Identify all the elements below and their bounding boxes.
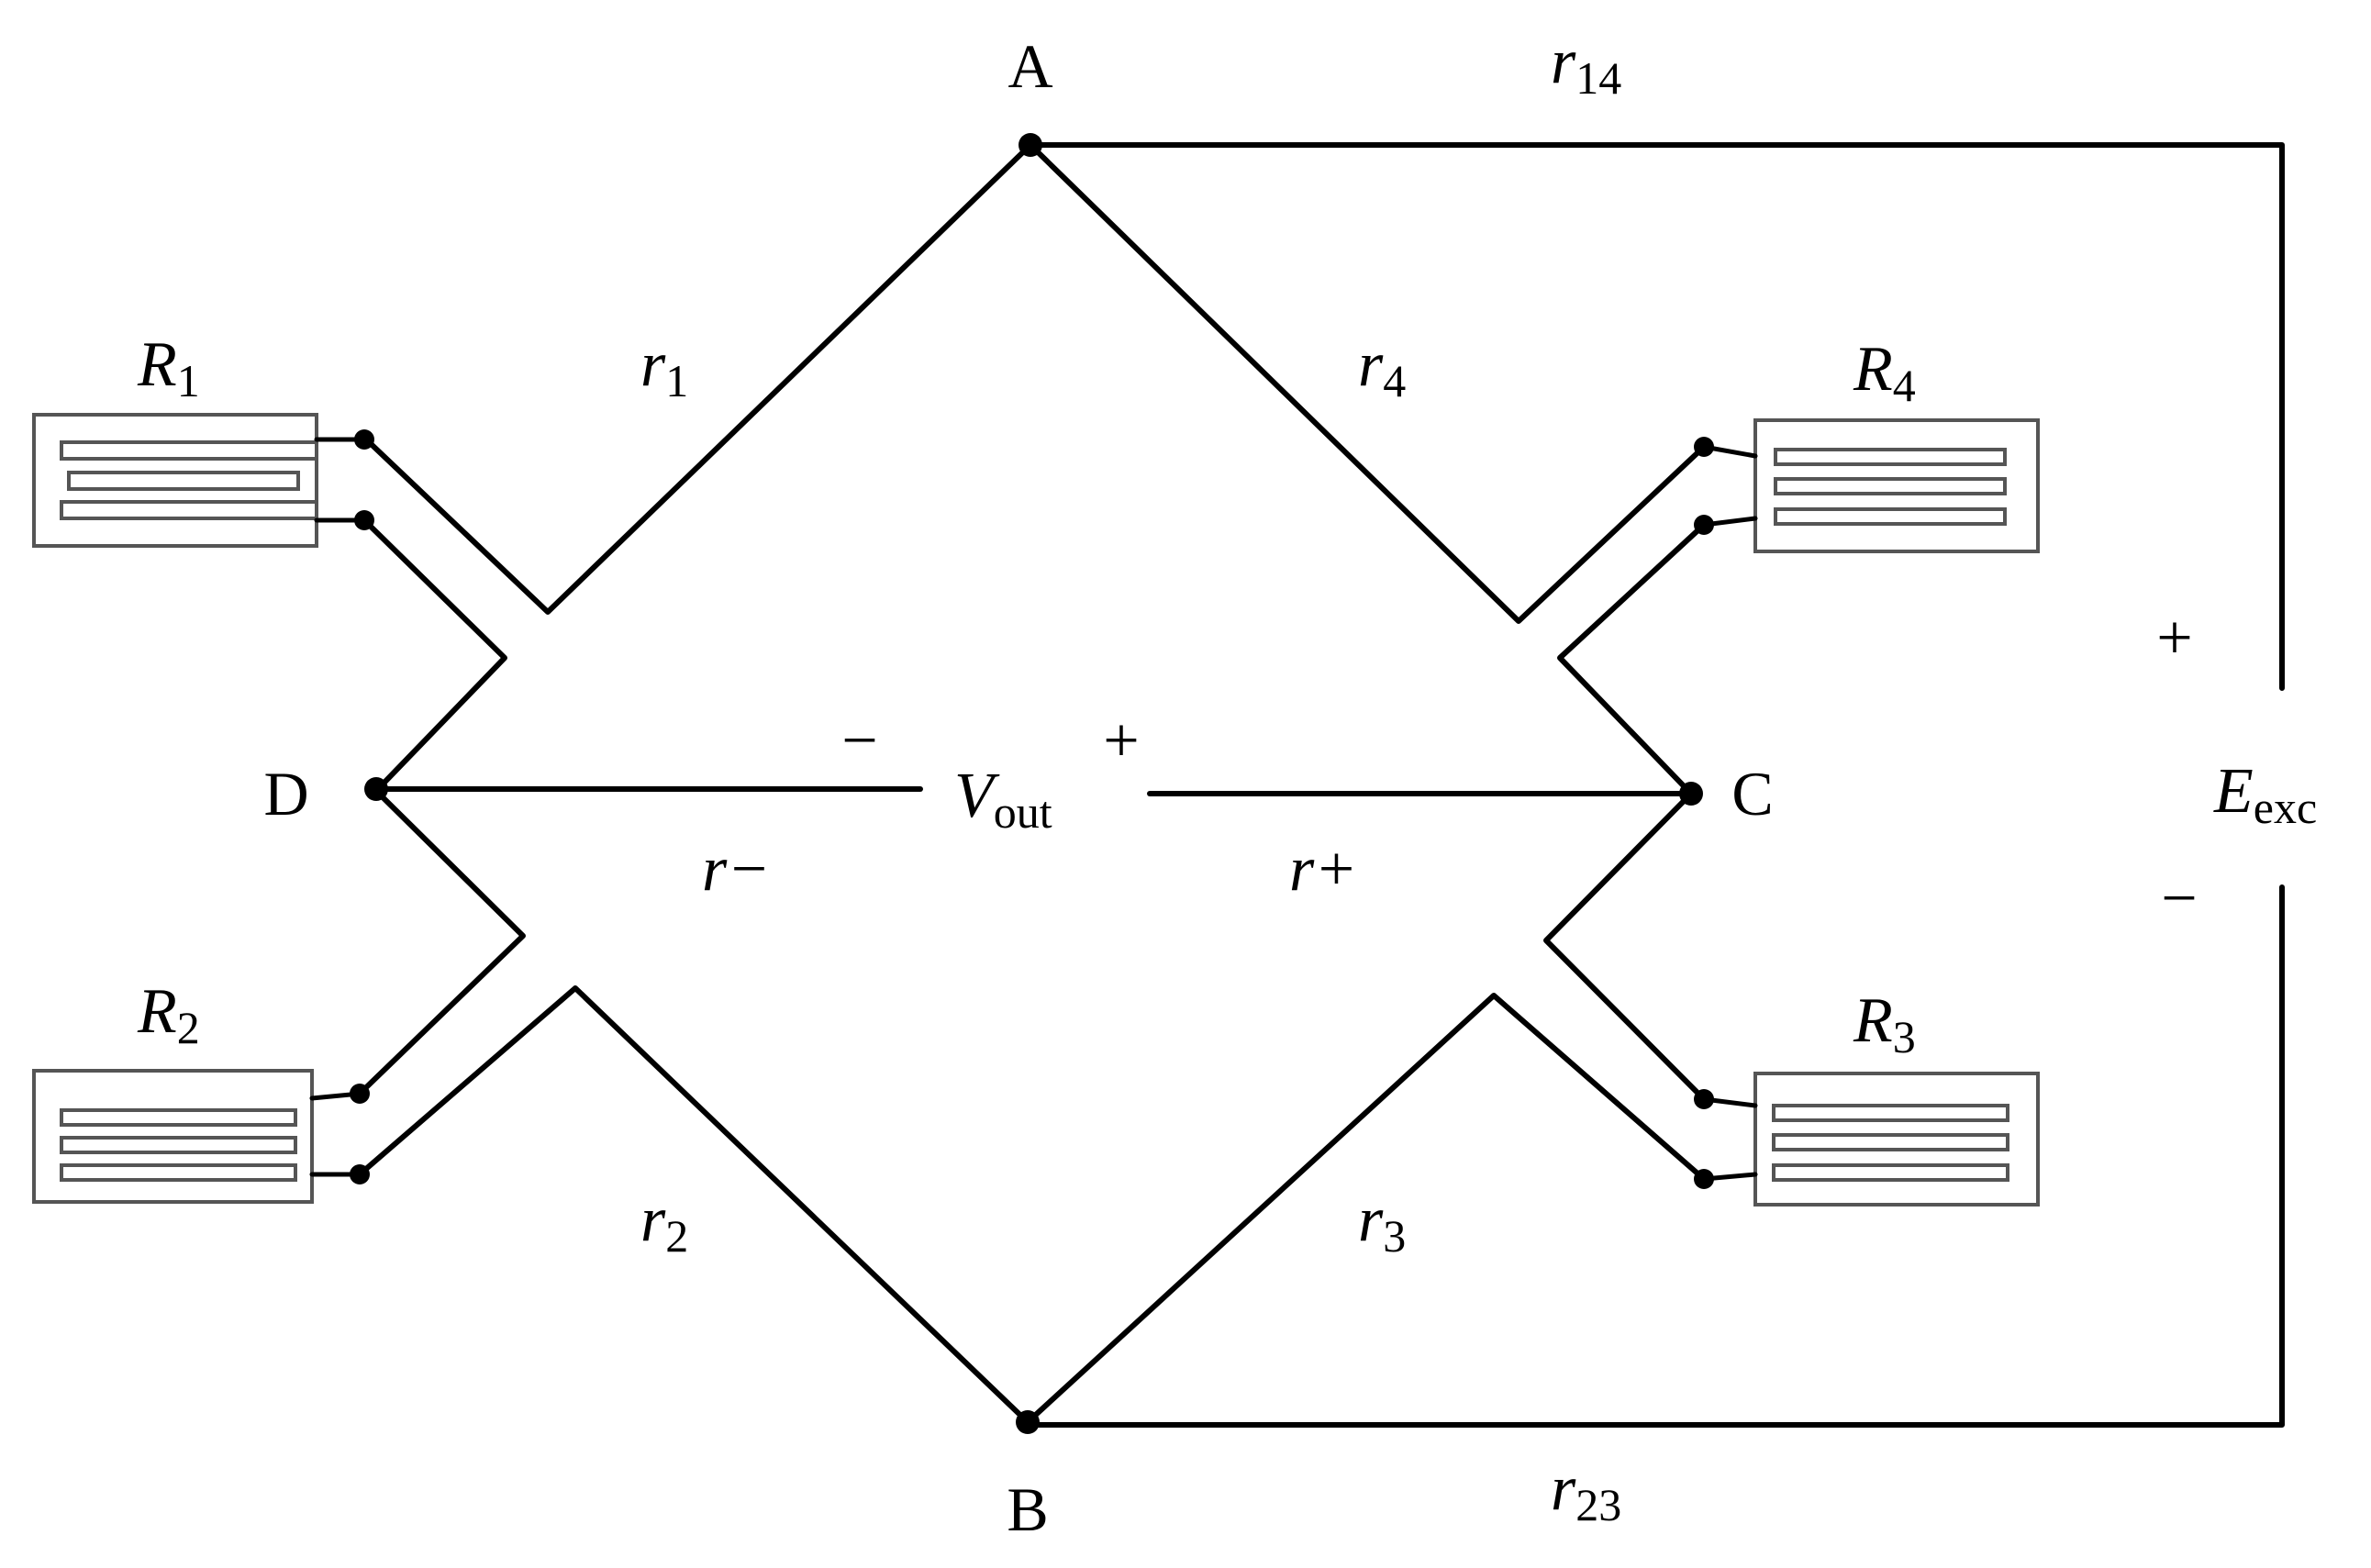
gauge-r2-terminal	[350, 1164, 370, 1184]
gauge-r3-terminal	[1694, 1089, 1714, 1109]
wire-c-to-r3	[1543, 791, 1707, 1102]
gauge-r3-terminal	[1694, 1169, 1714, 1189]
label-R2: R2	[137, 976, 200, 1053]
gauge-r2-terminal	[350, 1084, 370, 1104]
label-r14: r14	[1551, 27, 1621, 104]
vout-plus-sign: +	[1103, 706, 1139, 776]
label-r1: r1	[640, 329, 688, 406]
gauge-r4-terminal	[1694, 515, 1714, 535]
node-d-label: D	[263, 759, 308, 828]
gauge-r2-grid-line	[60, 1108, 297, 1127]
wire-c-to-r4	[1557, 522, 1707, 796]
label-r-minus: r−	[702, 834, 770, 905]
gauge-r2-grid-line	[60, 1163, 297, 1182]
gauge-r4-grid-line	[1774, 448, 2007, 466]
excitation-wire-top	[1028, 142, 2285, 691]
gauge-r2-grid-line	[60, 1136, 297, 1154]
bridge-nodes	[364, 133, 1703, 1434]
node-a-label: A	[1007, 31, 1052, 101]
node-b-label: B	[1007, 1474, 1048, 1544]
bridge-wires	[357, 142, 2285, 1428]
gauge-r1-terminal	[354, 429, 374, 450]
vout-minus-sign: −	[841, 706, 877, 776]
strain-gauge-r2	[32, 1069, 370, 1204]
wire-a-to-r1	[362, 142, 1033, 615]
strain-gauge-r1	[32, 413, 374, 548]
strain-gauge-r4	[1694, 418, 2040, 553]
wire-a-to-r4	[1028, 142, 1707, 624]
wire-d-to-r2	[357, 788, 526, 1096]
label-r4: r4	[1358, 329, 1406, 406]
wire-b-to-r2	[357, 985, 1030, 1425]
node-c-label: C	[1731, 759, 1773, 828]
gauge-r3-grid-line	[1772, 1104, 2009, 1122]
wire-d-to-r1	[362, 517, 507, 794]
label-e-exc: Eexc	[2213, 756, 2317, 833]
node-d-dot	[364, 777, 388, 801]
node-b-dot	[1016, 1410, 1040, 1434]
gauge-r1-grid-line	[67, 471, 300, 491]
gauge-r4-grid-line	[1774, 477, 2007, 495]
excitation-wire-bottom	[1025, 884, 2285, 1428]
excitation-plus-sign: +	[2156, 603, 2192, 673]
gauge-r3-grid-line	[1772, 1133, 2009, 1151]
label-r-plus: r+	[1289, 834, 1357, 905]
node-a-dot	[1019, 133, 1042, 157]
node-c-dot	[1679, 782, 1703, 806]
wire-b-to-r3	[1025, 993, 1707, 1425]
label-vout: Vout	[954, 761, 1052, 838]
label-R3: R3	[1853, 985, 1916, 1062]
gauge-r1-grid-line	[60, 500, 318, 520]
gauge-r1-terminal	[354, 510, 374, 530]
gauge-r4-grid-line	[1774, 507, 2007, 526]
label-r2: r2	[640, 1184, 688, 1262]
gauge-r3-grid-line	[1772, 1163, 2009, 1182]
label-R1: R1	[137, 329, 200, 406]
label-r3: r3	[1358, 1184, 1406, 1262]
gauge-r4-terminal	[1694, 437, 1714, 457]
strain-gauge-r3	[1694, 1072, 2040, 1207]
label-r23: r23	[1551, 1453, 1621, 1530]
gauge-r1-grid-line	[60, 440, 318, 461]
label-R4: R4	[1853, 334, 1916, 411]
excitation-minus-sign: −	[2161, 863, 2197, 934]
